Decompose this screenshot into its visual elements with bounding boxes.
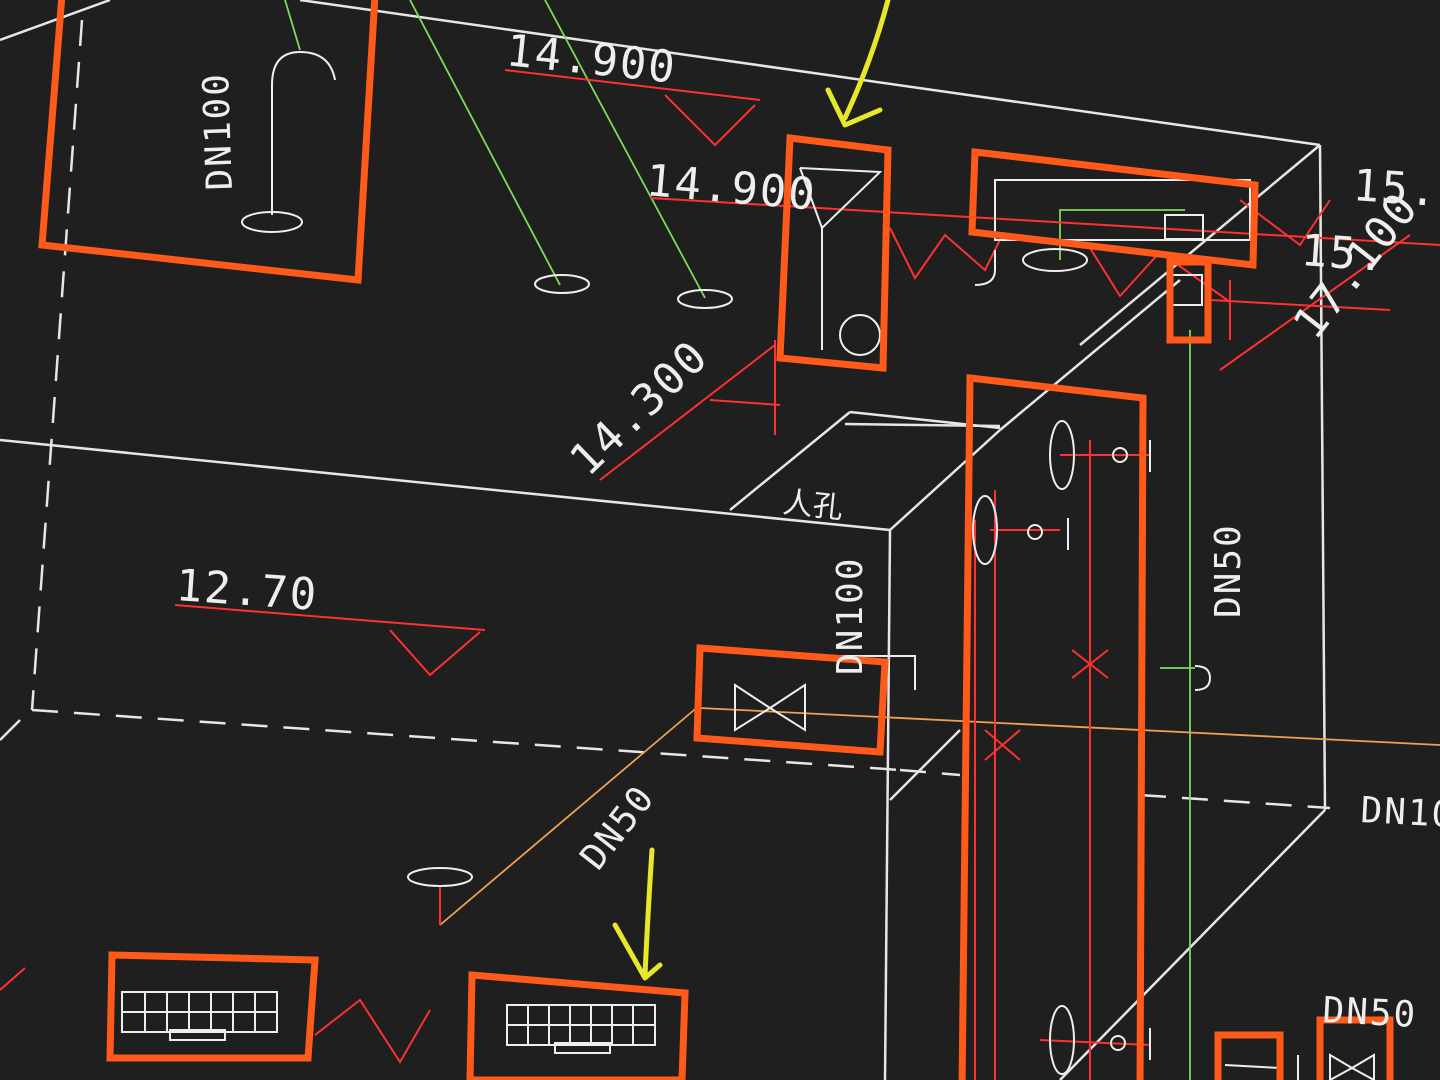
elevation-label: 14.300 [560, 330, 718, 485]
elevation-label: 14.900 [644, 155, 819, 221]
elevation-label: 12.70 [174, 560, 320, 621]
floor-drain-icon [1049, 420, 1075, 490]
pipe-size-label: DN100 [196, 71, 241, 191]
floor-drain-icon [972, 495, 998, 565]
annotation-arrow-icon [825, 0, 891, 128]
floor-drain-icon [534, 274, 590, 294]
elevation-label: 14.900 [504, 25, 679, 94]
floor-drain-icon [1049, 1005, 1075, 1075]
radiator-grid-icon [506, 1004, 656, 1054]
dashed-outline [30, 19, 1331, 810]
pipe-size-label: DN10 [1360, 790, 1440, 836]
fixture-symbols [121, 50, 1375, 1080]
building-outline [0, 0, 1327, 1080]
elevation-label: 15. [1299, 225, 1388, 282]
highlight-boxes [38, 0, 1394, 1080]
gate-valve-icon [734, 683, 806, 732]
floor-drain-icon [407, 867, 473, 887]
pipe-size-label: DN100 [830, 557, 871, 675]
orange-pipes [439, 704, 1440, 926]
manhole-note: 人孔 [781, 485, 844, 526]
elevation-labels: 14.900 14.900 15.6 15. 17.100 14.300 12.… [174, 25, 1440, 621]
radiator-grid-icon [121, 991, 278, 1041]
funnel-drain-icon [799, 167, 883, 356]
floor-drain-icon [1022, 248, 1088, 272]
elevation-label: 15.6 [1351, 160, 1440, 219]
floor-drain-icon [677, 289, 733, 309]
pipe-size-label: DN50 [1208, 523, 1249, 618]
gate-valve-icon [1329, 1053, 1375, 1080]
annotation-arrow-icon [612, 847, 663, 981]
green-pipes [284, 0, 1195, 1080]
pipe-size-label: DN50 [1322, 990, 1419, 1036]
floor-drain-icon [241, 50, 336, 233]
red-pipes [0, 69, 1440, 1080]
